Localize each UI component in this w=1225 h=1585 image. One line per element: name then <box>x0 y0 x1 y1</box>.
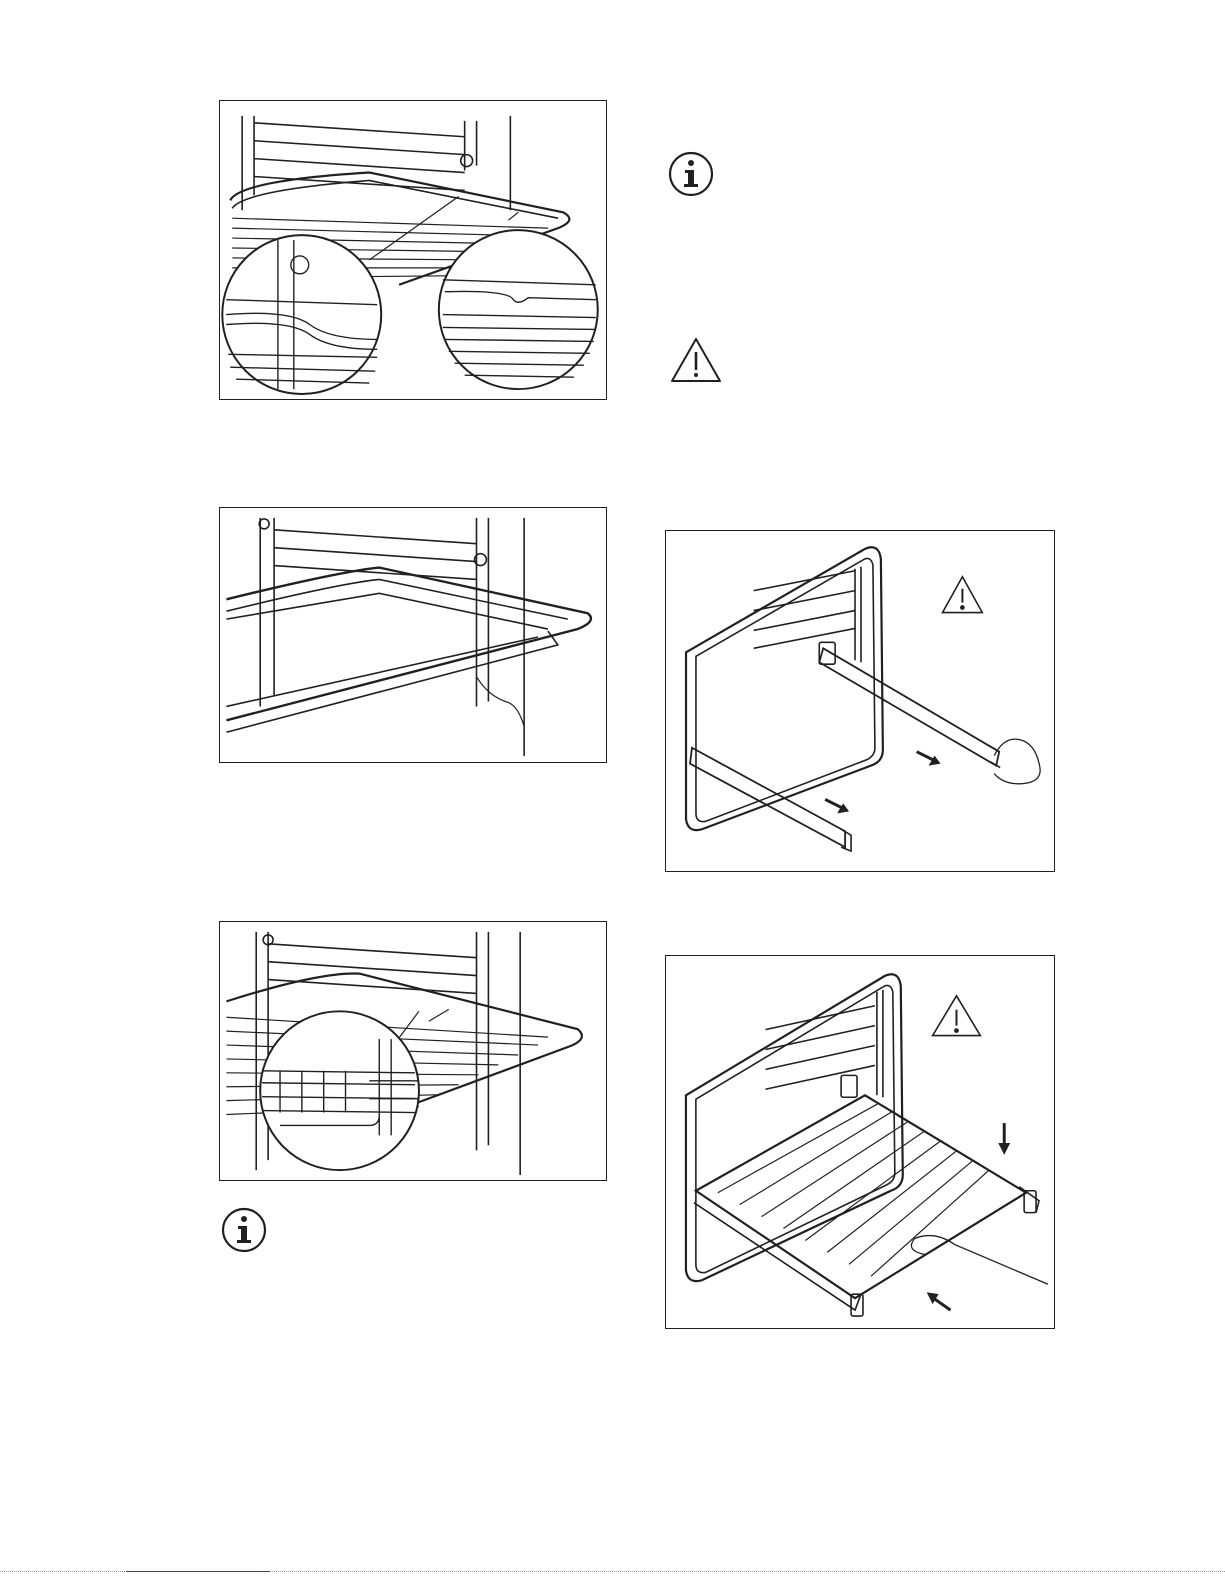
figure-shelf-grid-guide-detail <box>219 100 607 400</box>
figure-deep-pan-on-runners <box>219 507 607 763</box>
warning-icon <box>669 336 723 384</box>
figure-grid-with-pan-detail <box>219 921 607 1181</box>
info-icon <box>220 1206 268 1254</box>
figure-grid-on-telescopic-runners <box>665 955 1055 1329</box>
figure-telescopic-runners-pull-out <box>665 530 1055 872</box>
footer-link-rule <box>126 1571 270 1572</box>
info-icon <box>667 150 715 198</box>
